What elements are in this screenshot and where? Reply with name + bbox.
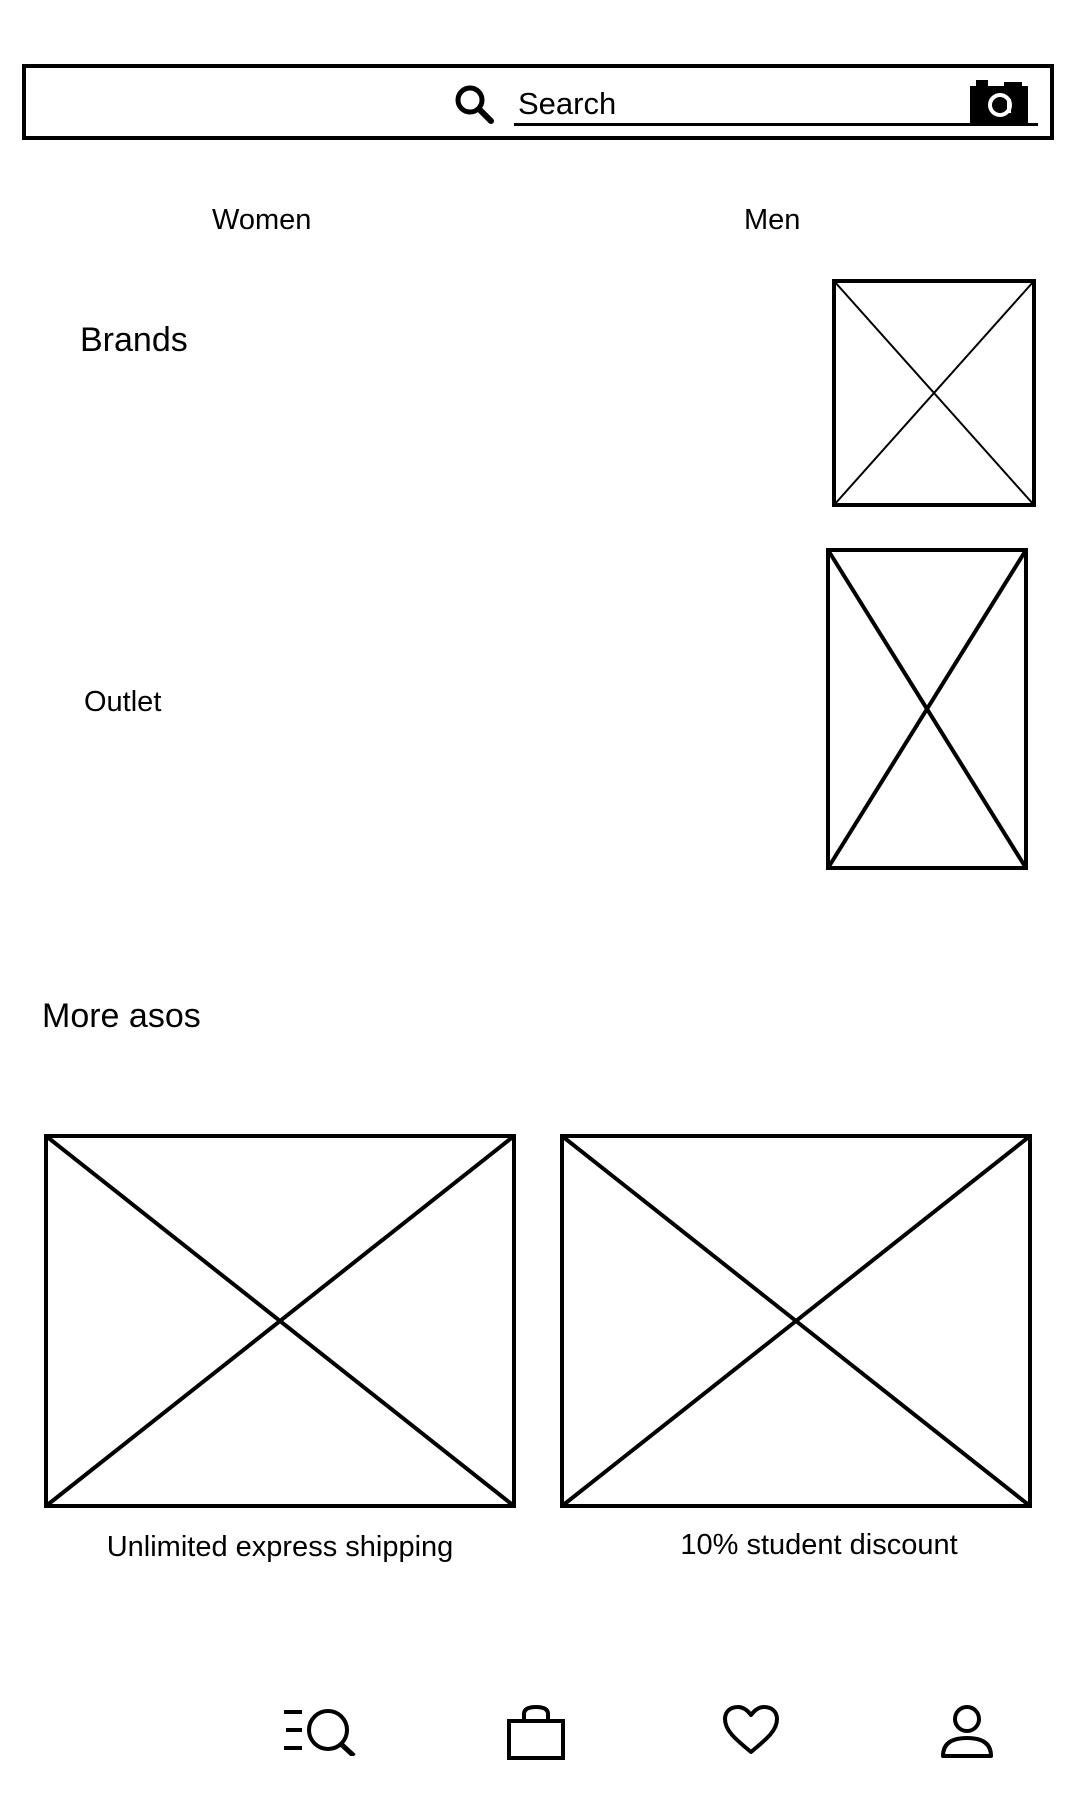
more-asos-title: More asos	[42, 997, 201, 1035]
tab-women[interactable]: Women	[212, 204, 312, 236]
category-outlet-label[interactable]: Outlet	[84, 686, 162, 718]
search-icon	[455, 85, 494, 124]
brands-image-placeholder[interactable]	[832, 279, 1036, 507]
search-input[interactable]	[514, 84, 1038, 126]
student-discount-caption[interactable]: 10% student discount	[680, 1529, 958, 1561]
student-discount-image-placeholder[interactable]	[560, 1134, 1032, 1508]
camera-icon[interactable]	[970, 80, 1028, 124]
category-brands-label[interactable]: Brands	[80, 321, 188, 359]
shipping-image-placeholder[interactable]	[44, 1134, 516, 1508]
outlet-image-placeholder[interactable]	[826, 548, 1028, 870]
account-icon[interactable]	[940, 1704, 994, 1758]
shipping-caption[interactable]: Unlimited express shipping	[106, 1531, 454, 1563]
heart-icon[interactable]	[722, 1704, 780, 1756]
tab-men[interactable]: Men	[744, 204, 801, 236]
browse-search-icon[interactable]	[282, 1706, 362, 1756]
search-bar[interactable]	[22, 64, 1054, 140]
bag-icon[interactable]	[506, 1704, 566, 1760]
